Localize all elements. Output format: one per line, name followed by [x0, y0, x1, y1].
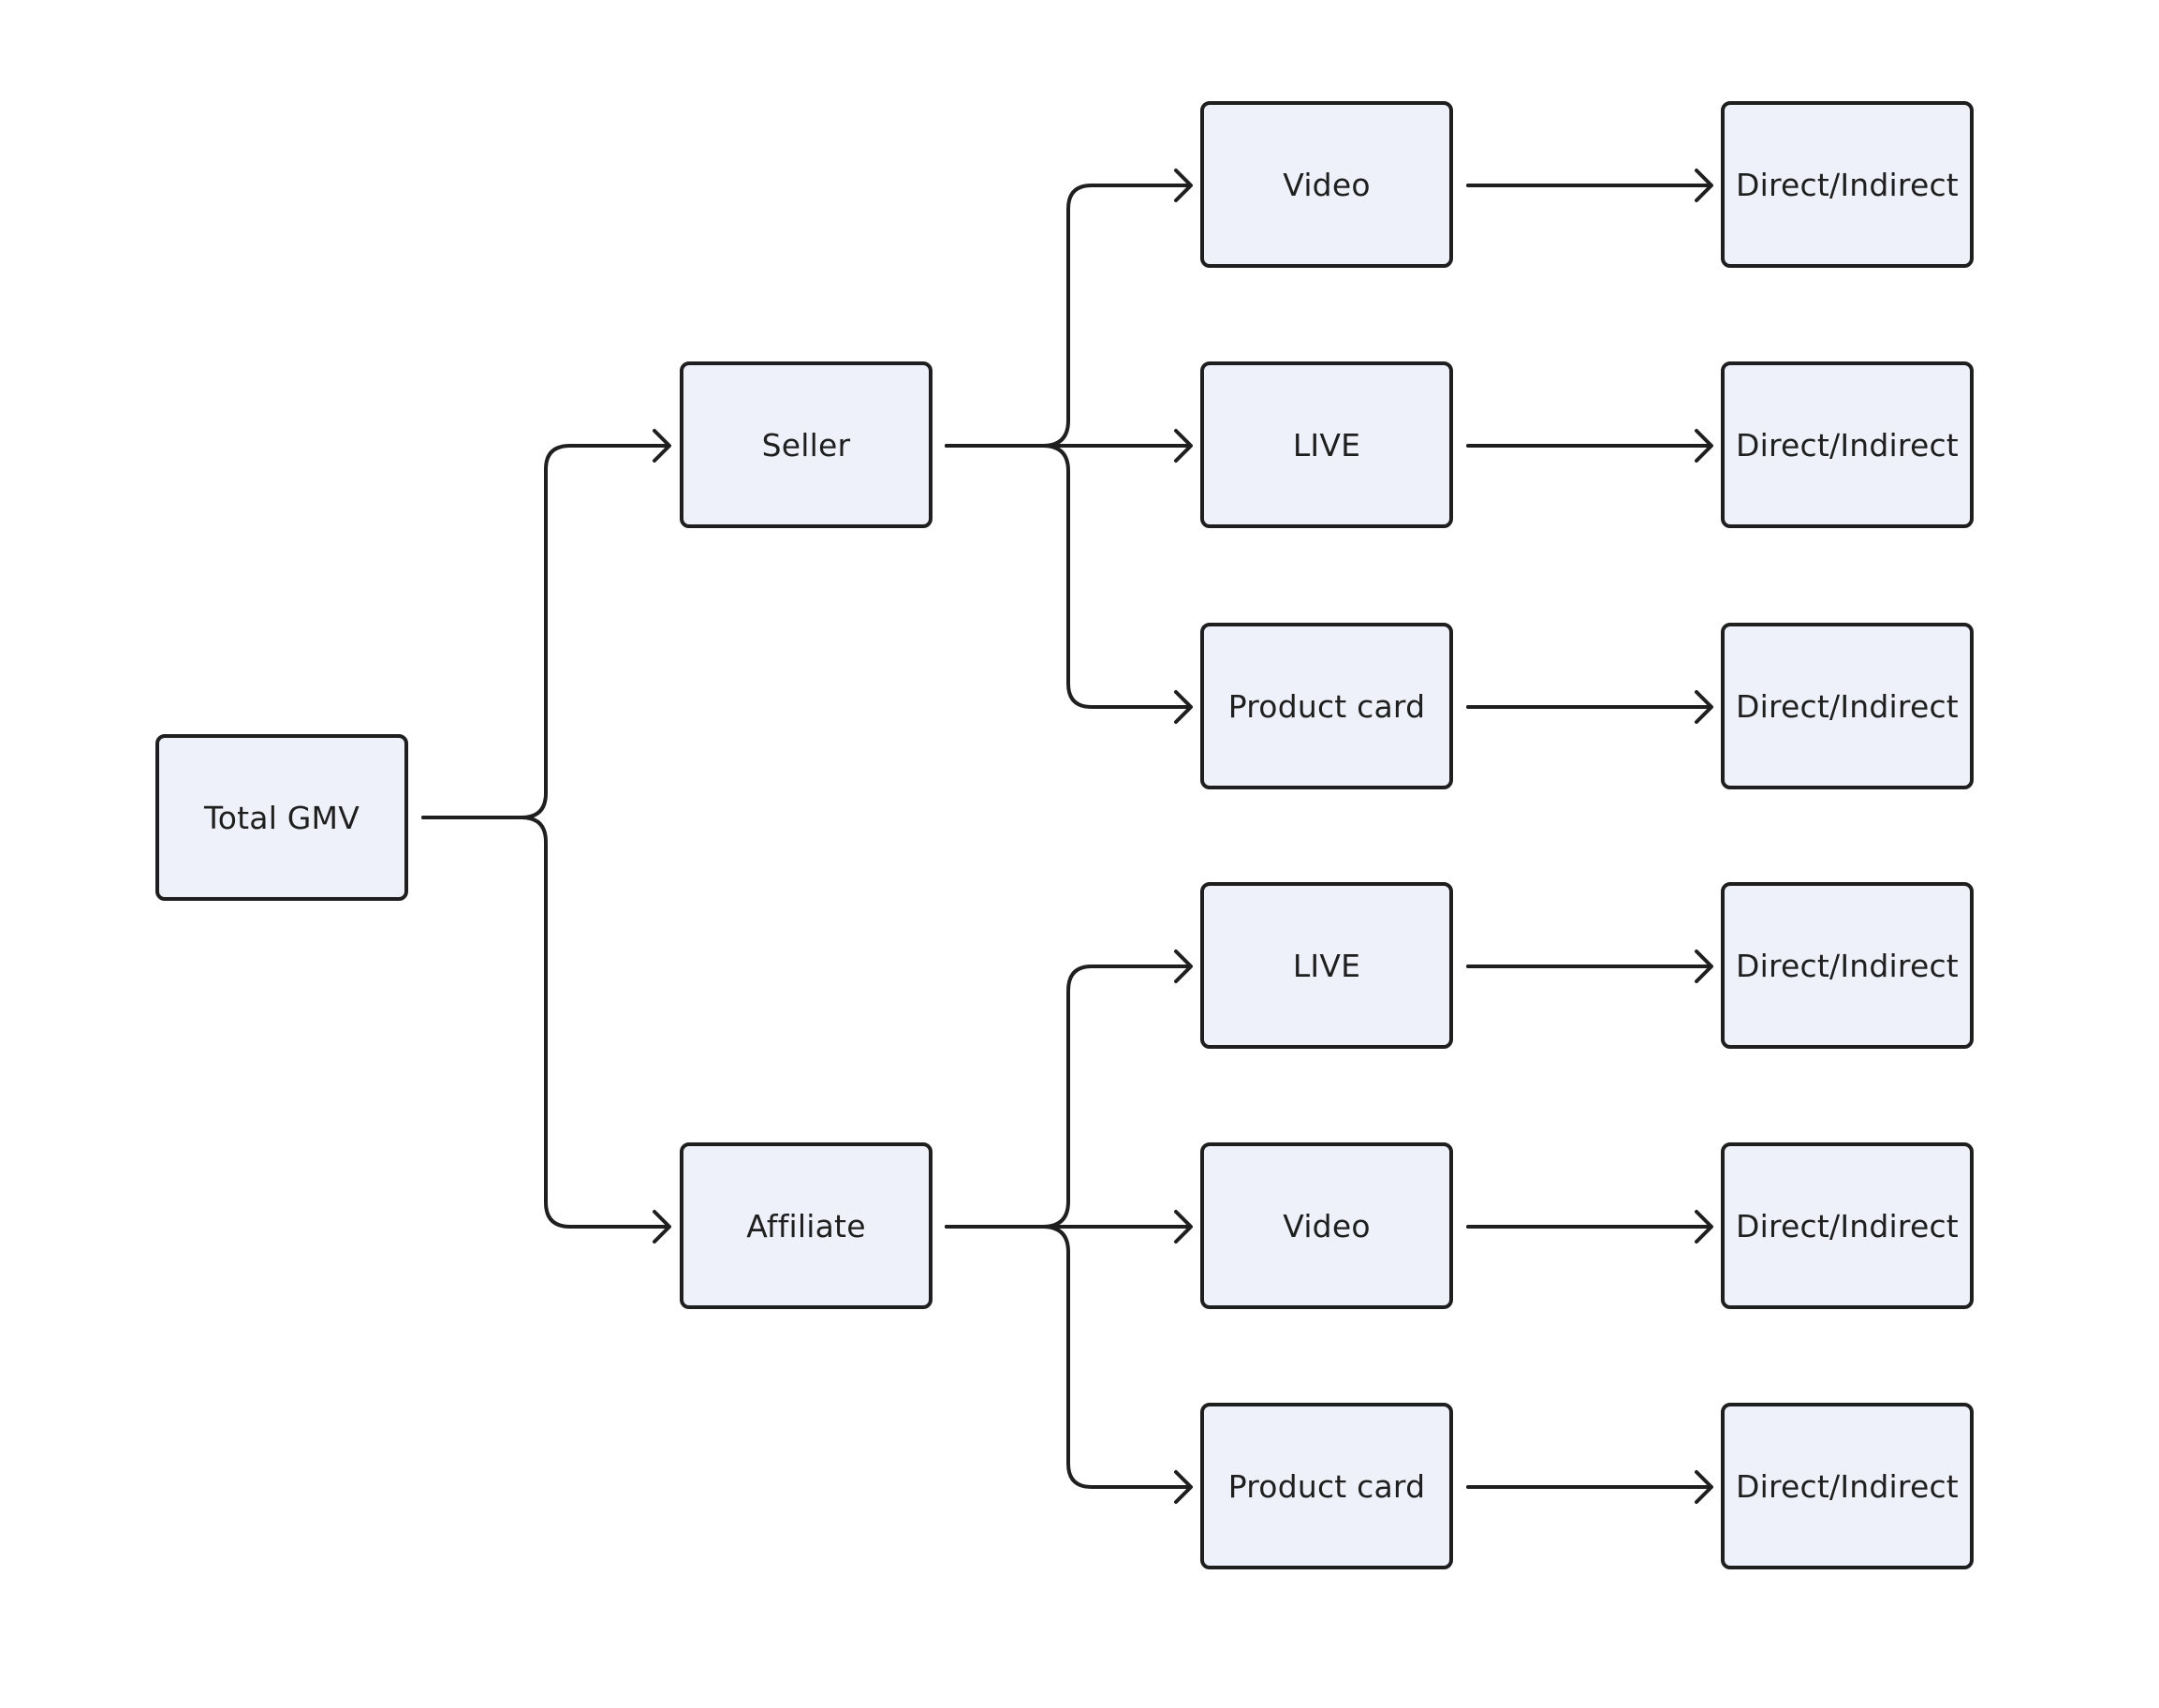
connector-affiliate-product-card — [945, 1225, 1191, 1489]
node-affiliate-video-attribution: Direct/Indirect — [1721, 1142, 1974, 1309]
arrowhead — [1695, 429, 1713, 463]
arrowhead — [1174, 1470, 1193, 1504]
arrowhead — [653, 1210, 671, 1244]
arrowhead — [1695, 1470, 1713, 1504]
arrowhead — [653, 429, 671, 463]
connector-seller-video — [945, 184, 1191, 448]
node-seller-video-attribution: Direct/Indirect — [1721, 101, 1974, 268]
connector-root-seller — [421, 444, 669, 819]
node-affiliate-product-card: Product card — [1200, 1403, 1453, 1569]
node-affiliate-live-attribution: Direct/Indirect — [1721, 882, 1974, 1049]
node-total-gmv: Total GMV — [155, 734, 408, 901]
node-seller-live: LIVE — [1200, 361, 1453, 528]
node-seller-product-card-attribution: Direct/Indirect — [1721, 623, 1974, 789]
node-seller-video: Video — [1200, 101, 1453, 268]
arrowhead — [1174, 950, 1193, 983]
connector-root-affiliate — [421, 816, 669, 1229]
node-affiliate-video: Video — [1200, 1142, 1453, 1309]
connector-seller-product-card — [945, 444, 1191, 709]
arrowhead — [1695, 950, 1713, 983]
node-seller-product-card: Product card — [1200, 623, 1453, 789]
arrowhead — [1695, 169, 1713, 202]
node-affiliate-product-card-attribution: Direct/Indirect — [1721, 1403, 1974, 1569]
arrowhead — [1174, 429, 1193, 463]
arrowhead — [1695, 690, 1713, 724]
connector-affiliate-live — [945, 964, 1191, 1229]
arrowhead — [1174, 690, 1193, 724]
node-affiliate-live: LIVE — [1200, 882, 1453, 1049]
node-affiliate: Affiliate — [680, 1142, 933, 1309]
node-seller: Seller — [680, 361, 933, 528]
arrowhead — [1174, 169, 1193, 202]
arrowhead — [1695, 1210, 1713, 1244]
arrowhead — [1174, 1210, 1193, 1244]
node-seller-live-attribution: Direct/Indirect — [1721, 361, 1974, 528]
